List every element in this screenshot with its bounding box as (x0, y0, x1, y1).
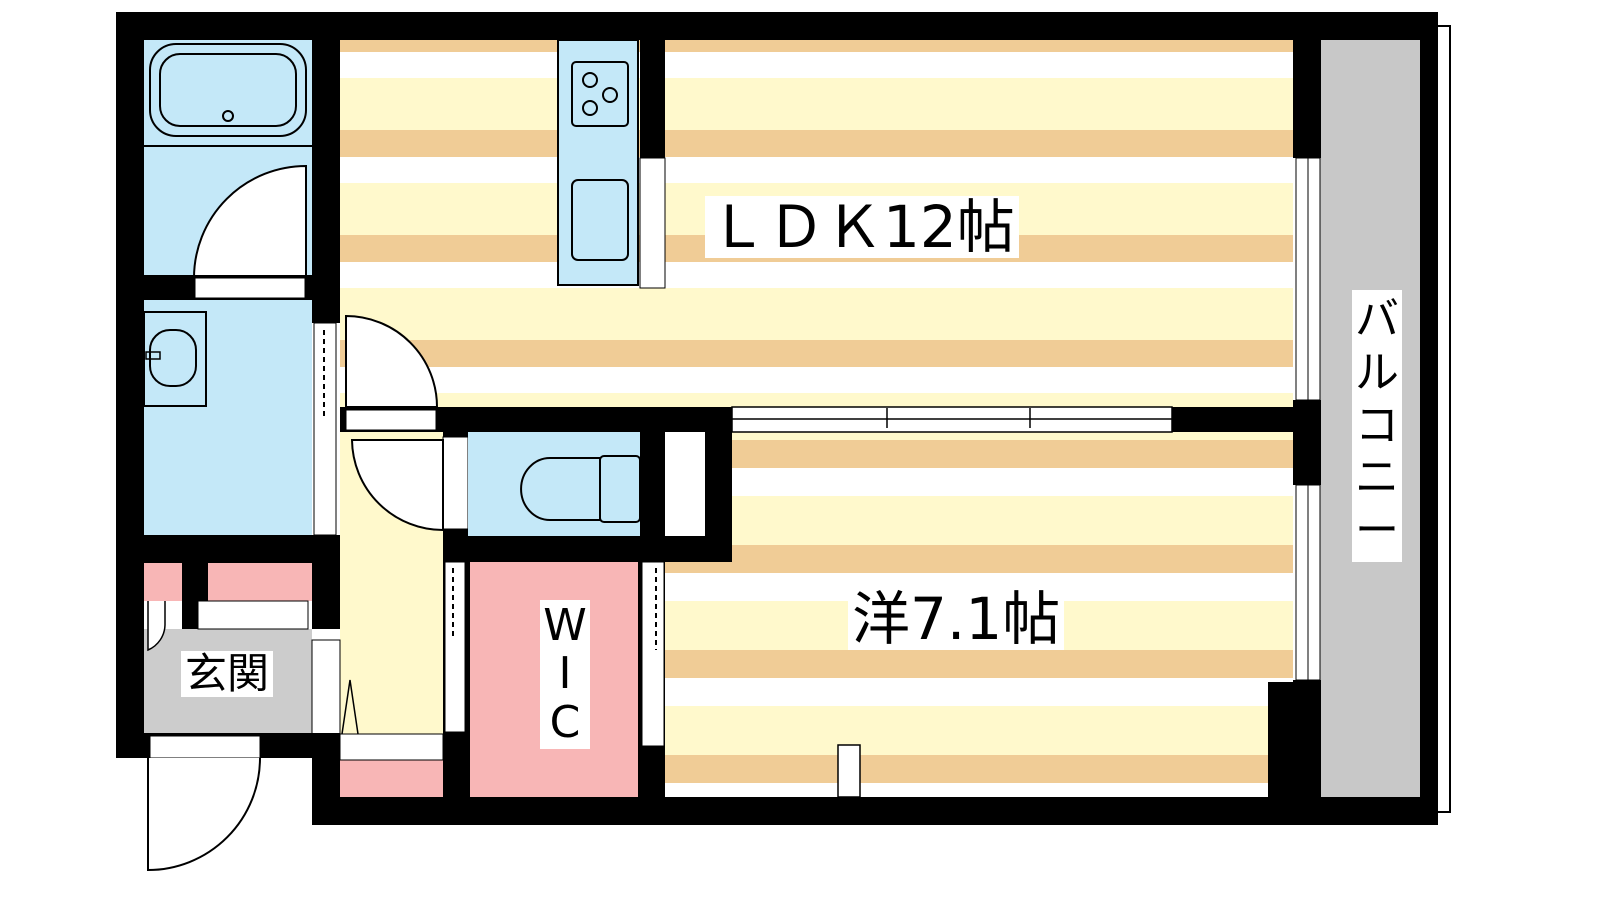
toilet-icon (520, 457, 601, 521)
bathtub-icon (149, 43, 307, 137)
entrance-door-swing (147, 757, 261, 872)
wic-label: W I C (540, 600, 590, 750)
stove-icon (571, 61, 629, 127)
ldk-door-swing (345, 314, 439, 408)
washroom (144, 300, 312, 536)
storage (340, 760, 443, 797)
kitchen-counter (557, 39, 639, 286)
shoe-storage (144, 563, 182, 601)
toilet-door-swing (350, 439, 444, 532)
bedroom-label: 洋7.1帖 (848, 588, 1065, 650)
entrance-label: 玄関 (181, 651, 274, 697)
kitchen-sink-icon (571, 179, 629, 261)
bath-door-swing (192, 164, 307, 279)
ldk-label: ＬＤＫ12帖 (705, 196, 1019, 258)
sink-icon (143, 311, 207, 407)
balcony-label: バ ル コ ニ ー (1352, 290, 1402, 562)
toilet-room (468, 432, 640, 536)
